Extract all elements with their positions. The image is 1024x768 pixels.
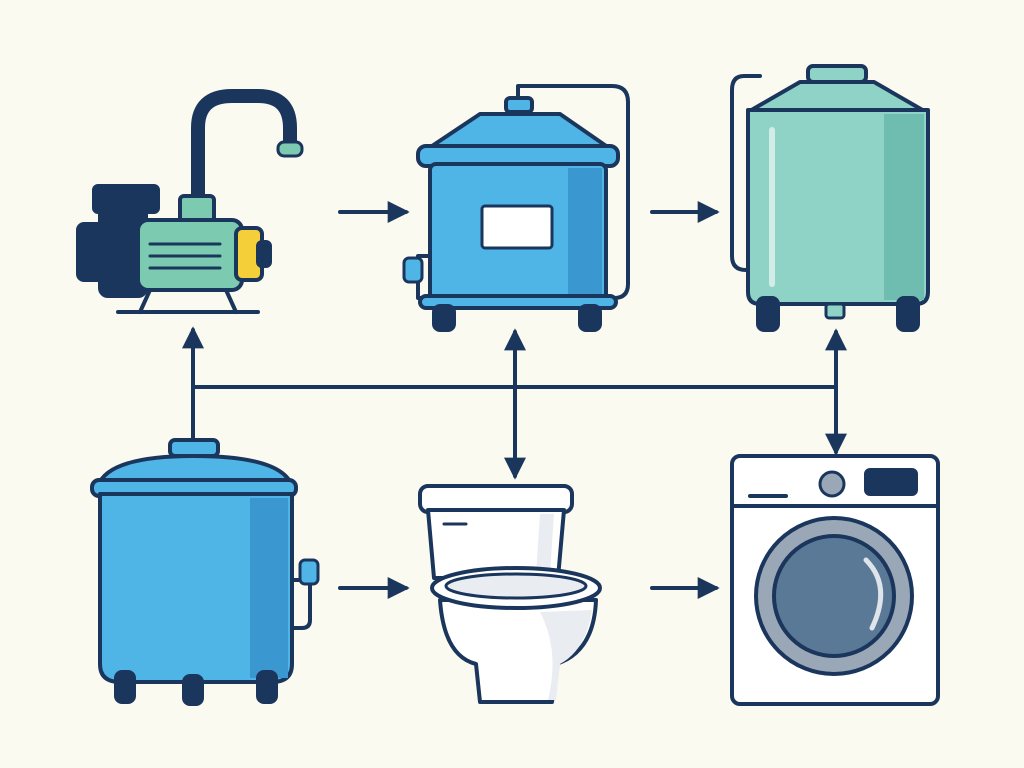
- filter-tank-icon: [730, 64, 930, 332]
- water-pump-icon: [76, 89, 304, 314]
- washing-machine-icon: [730, 454, 940, 706]
- connectors: [182, 201, 847, 599]
- pressure-tank-icon: [402, 84, 630, 332]
- storage-tank-icon: [90, 438, 320, 706]
- toilet-icon: [418, 484, 602, 704]
